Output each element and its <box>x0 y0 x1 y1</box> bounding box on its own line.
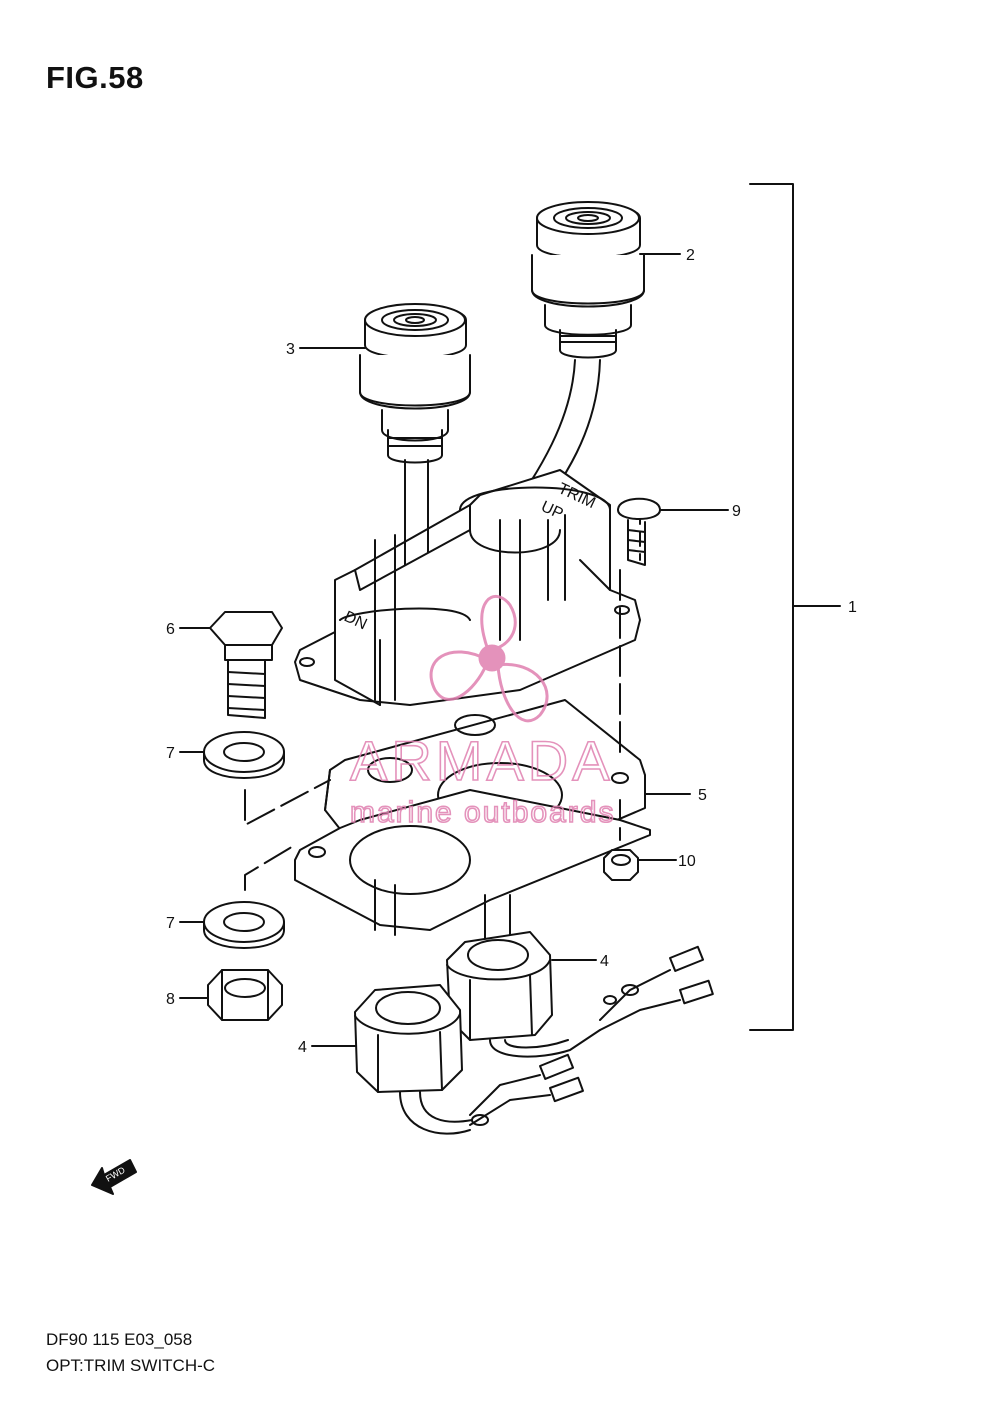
assembly-bracket <box>749 183 794 1031</box>
screw-9 <box>617 497 729 566</box>
figure-title: FIG.58 <box>46 60 144 95</box>
callout-3: 3 <box>286 341 295 358</box>
guide-line <box>244 779 331 826</box>
callout-2: 2 <box>686 247 695 264</box>
push-switch-2 <box>531 201 681 359</box>
fwd-arrow-icon <box>91 1159 137 1195</box>
bolt-6 <box>179 611 283 719</box>
washer-7b <box>179 901 285 949</box>
callout-4a: 4 <box>600 953 609 970</box>
callout-4b: 4 <box>298 1039 307 1056</box>
watermark-logo: ARMADA marine outboards <box>349 594 615 830</box>
callout-6: 6 <box>166 621 175 638</box>
wire-harness-b <box>399 1091 471 1135</box>
hex-nut-4b <box>311 984 463 1093</box>
callout-1: 1 <box>848 599 857 616</box>
callout-8: 8 <box>166 991 175 1008</box>
switch-housing <box>294 469 641 706</box>
callout-7b: 7 <box>166 915 175 932</box>
terminal-connector <box>469 1053 584 1126</box>
terminal-connector <box>599 945 714 1031</box>
callout-7a: 7 <box>166 745 175 762</box>
watermark-tagline: marine outboards <box>350 796 615 829</box>
diagram-code: DF90 115 E03_058 <box>46 1330 193 1349</box>
wire-harness-a <box>489 1029 601 1058</box>
wire-harness-b <box>419 1091 473 1123</box>
washer-7a <box>179 731 285 779</box>
nut-8 <box>179 969 283 1021</box>
callout-9: 9 <box>732 503 741 520</box>
push-switch-3 <box>299 303 471 464</box>
callout-10: 10 <box>678 853 696 870</box>
base-plate <box>294 789 651 941</box>
diagram-description: OPT:TRIM SWITCH-C <box>46 1356 216 1375</box>
watermark-brand: ARMADA <box>350 729 614 792</box>
callout-5: 5 <box>698 787 707 804</box>
guide-line <box>244 844 296 891</box>
wire-harness-a <box>504 1039 569 1049</box>
nut-10 <box>603 849 677 881</box>
hex-nut-4a <box>446 931 597 1041</box>
